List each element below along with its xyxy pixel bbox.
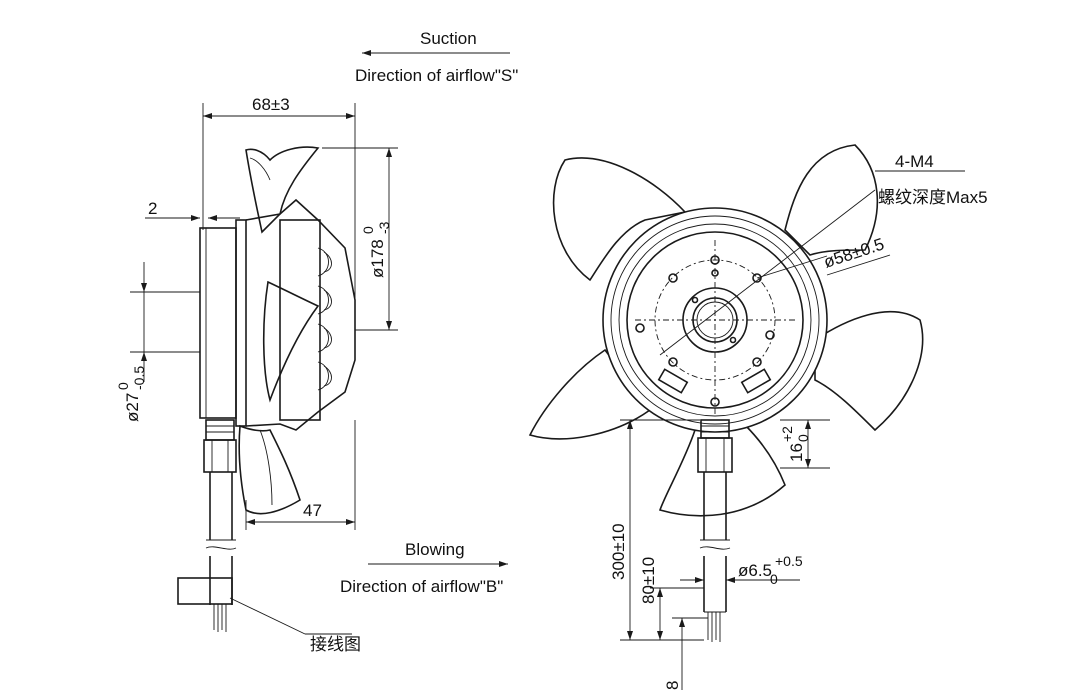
blowing-direction-label: Direction of airflow"B" xyxy=(340,577,503,596)
blade-4 xyxy=(658,424,786,517)
connector-housing xyxy=(177,577,233,605)
hub-bore xyxy=(692,297,738,343)
thread-depth-label: 螺纹深度Max5 xyxy=(878,188,988,207)
hub-outer xyxy=(682,287,748,353)
terminal-right xyxy=(740,368,772,394)
strip-length-dimension: 80±10 xyxy=(639,557,658,604)
suction-direction-label: Direction of airflow"S" xyxy=(355,66,518,85)
hub-tol-upper: 0 xyxy=(115,382,131,390)
diameter-tol-upper: 0 xyxy=(360,226,376,234)
bolt-hole-3 xyxy=(752,357,762,367)
thread-label: 4-M4 xyxy=(895,152,934,171)
front-view: 4-M4 螺纹深度Max5 ø58±0.5 16 +2 0 xyxy=(528,144,988,690)
blade-1 xyxy=(552,157,687,282)
blade-side-bottom xyxy=(238,424,301,515)
suction-annotation: Suction Direction of airflow"S" xyxy=(355,29,518,85)
blowing-label: Blowing xyxy=(405,540,465,559)
cable-dia-tol-lower: 0 xyxy=(770,571,778,587)
side-view: 68±3 2 ø178 0 -3 xyxy=(115,95,398,654)
offset-tol-upper: +2 xyxy=(779,426,795,442)
blade-2 xyxy=(784,144,879,256)
blade-side-mid xyxy=(262,280,320,403)
wiring-diagram-label: 接线图 xyxy=(310,635,361,654)
terminal-left xyxy=(657,368,689,394)
blade-3 xyxy=(814,311,924,432)
bolt-hole-4 xyxy=(668,357,678,367)
wire-end-dimension: 8 xyxy=(663,681,682,690)
hub-dimension: ø27 xyxy=(123,393,142,422)
depth-dimension: 47 xyxy=(303,501,322,520)
cable-dia-tol-upper: +0.5 xyxy=(775,553,803,569)
hub-tol-lower: -0.5 xyxy=(131,366,147,390)
motor-housing xyxy=(199,227,237,419)
blade-side-top xyxy=(245,146,320,234)
bolt-hole-1 xyxy=(668,273,678,283)
width-dimension: 68±3 xyxy=(252,95,290,114)
offset-dimension: 16 xyxy=(787,443,806,462)
diameter-dimension: ø178 xyxy=(368,239,387,278)
rotor-drum xyxy=(245,198,356,431)
diameter-tol-lower: -3 xyxy=(376,221,392,234)
suction-label: Suction xyxy=(420,29,477,48)
blowing-annotation: Blowing Direction of airflow"B" xyxy=(340,540,508,596)
offset-tol-lower: 0 xyxy=(795,434,811,442)
cable-dia-dimension: ø6.5 xyxy=(738,561,772,580)
cable-gland xyxy=(205,419,235,441)
cable-length-dimension: 300±10 xyxy=(609,523,628,580)
gap-dimension: 2 xyxy=(148,199,157,218)
